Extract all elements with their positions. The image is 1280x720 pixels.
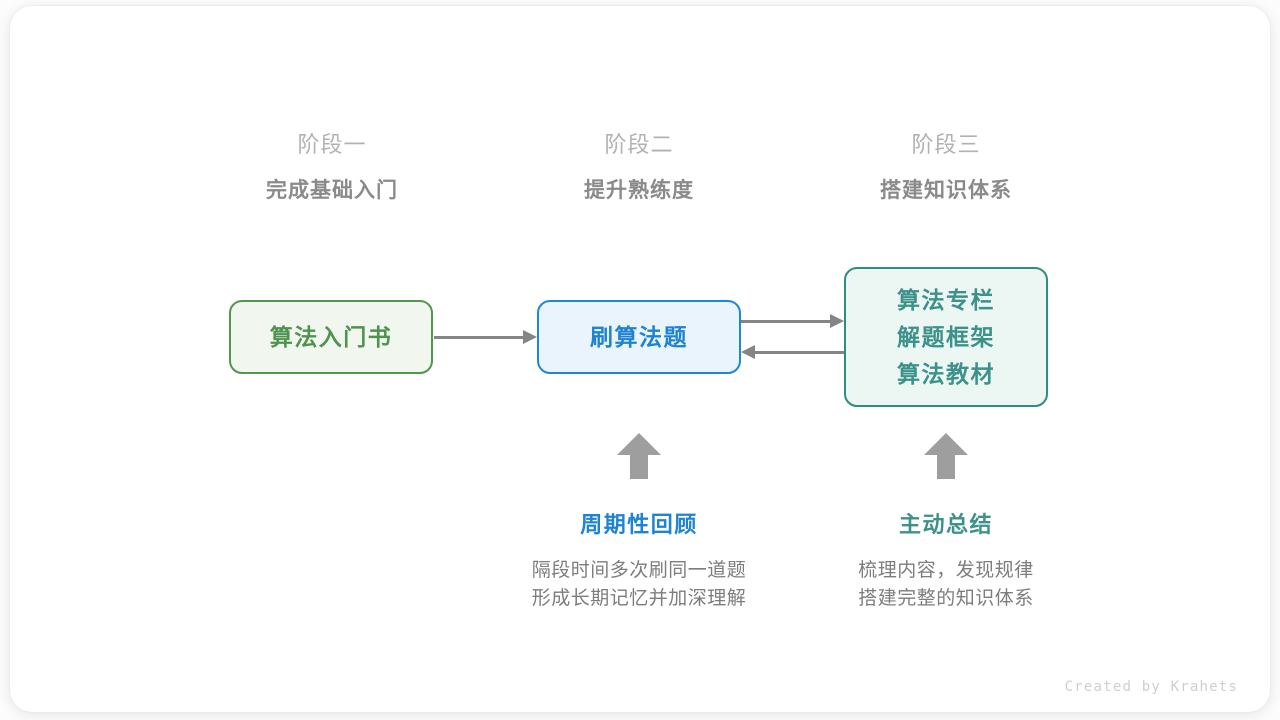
arrow-up-icon-summary [924, 433, 968, 479]
stage-header-1: 阶段一 完成基础入门 [202, 130, 462, 206]
annotation-review-desc: 隔段时间多次刷同一道题 形成长期记忆并加深理解 [489, 557, 789, 613]
node-practice-line-1: 刷算法题 [590, 323, 688, 350]
arrow-head [617, 433, 661, 455]
annotation-review-title: 周期性回顾 [580, 512, 698, 537]
arrow-head [830, 314, 844, 328]
annotation-summary-desc: 梳理内容，发现规律 搭建完整的知识体系 [796, 557, 1096, 613]
annotation-summary-title: 主动总结 [898, 512, 993, 537]
node-knowledge-line-1: 算法专栏 [897, 286, 995, 313]
arrow-head [523, 330, 537, 344]
arrow-right-icon-practice-to-knowledge [741, 314, 844, 328]
arrow-head [741, 345, 755, 359]
arrow-up-icon-review [617, 433, 661, 479]
stage-title-1: 完成基础入门 [266, 179, 398, 202]
node-algorithm-intro-book[interactable]: 算法入门书 [229, 300, 433, 374]
stage-label-3: 阶段三 [911, 132, 981, 157]
arrow-shaft [754, 350, 844, 354]
annotation-summary-desc-line-1: 梳理内容，发现规律 [858, 560, 1034, 581]
annotation-summary-desc-line-2: 搭建完整的知识体系 [858, 588, 1034, 609]
credit-text: Created by Krahets [1064, 679, 1238, 695]
stage-title-2: 提升熟练度 [584, 179, 694, 202]
node-practice-problems[interactable]: 刷算法题 [537, 300, 741, 374]
node-book-line-1: 算法入门书 [269, 323, 393, 350]
arrow-left-icon-knowledge-to-practice [741, 345, 844, 359]
annotation-periodic-review: 周期性回顾 隔段时间多次刷同一道题 形成长期记忆并加深理解 [489, 510, 789, 613]
stage-label-1: 阶段一 [297, 132, 367, 157]
arrow-right-icon-book-to-practice [434, 330, 537, 344]
arrow-shaft [434, 335, 524, 339]
arrow-shaft [937, 453, 955, 479]
node-knowledge-line-3: 算法教材 [897, 360, 995, 387]
stage-header-3: 阶段三 搭建知识体系 [816, 130, 1076, 206]
node-knowledge-resources[interactable]: 算法专栏 解题框架 算法教材 [844, 267, 1048, 407]
annotation-review-desc-line-2: 形成长期记忆并加深理解 [531, 588, 747, 609]
annotation-review-desc-line-1: 隔段时间多次刷同一道题 [531, 560, 747, 581]
stage-title-3: 搭建知识体系 [880, 179, 1012, 202]
node-knowledge-line-2: 解题框架 [897, 323, 995, 350]
arrow-shaft [630, 453, 648, 479]
arrow-shaft [741, 319, 831, 323]
stage-header-2: 阶段二 提升熟练度 [509, 130, 769, 206]
stage-label-2: 阶段二 [604, 132, 674, 157]
arrow-head [924, 433, 968, 455]
annotation-active-summary: 主动总结 梳理内容，发现规律 搭建完整的知识体系 [796, 510, 1096, 613]
